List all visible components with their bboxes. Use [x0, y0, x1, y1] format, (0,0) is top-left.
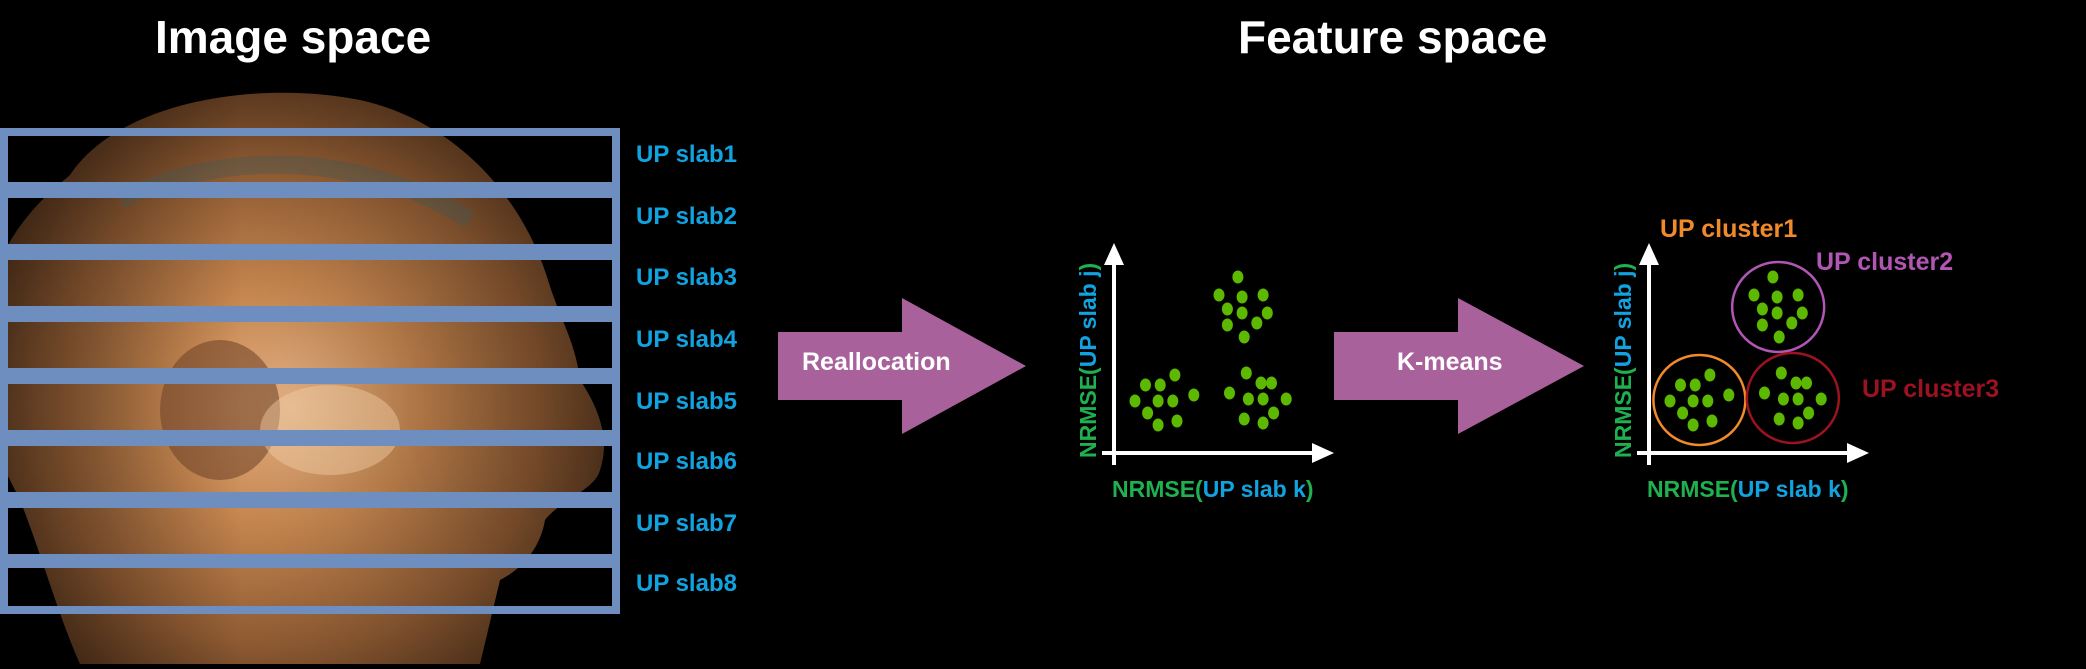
data-point [1251, 316, 1263, 330]
data-point [1756, 302, 1768, 316]
data-point [1792, 392, 1804, 406]
kmeans-arrow [1334, 298, 1584, 434]
data-point [1767, 270, 1779, 284]
data-point [1261, 306, 1273, 320]
reallocation-arrow [778, 298, 1026, 434]
data-point [1748, 288, 1760, 302]
slab-label-7: UP slab7 [636, 510, 737, 537]
data-point [1240, 366, 1252, 380]
data-point [1723, 388, 1735, 402]
data-point [1796, 306, 1808, 320]
kmeans-label: K-means [1397, 348, 1503, 376]
cluster-label-3: UP cluster3 [1862, 375, 2000, 403]
slab-box-2 [0, 190, 620, 252]
data-point [1801, 376, 1812, 390]
cluster-circle-1 [1652, 353, 1747, 447]
slab-label-8: UP slab8 [636, 570, 737, 597]
x-axis-arrowhead [1312, 443, 1334, 463]
data-point [1224, 386, 1235, 400]
data-point [1280, 392, 1292, 406]
data-point [1702, 394, 1714, 408]
feature-space-title: Feature space [1238, 11, 1548, 63]
y-axis-arrowhead [1639, 243, 1659, 265]
x-axis-label: NRMSE(UP slab k) [1647, 476, 1849, 502]
slab-label-3: UP slab3 [636, 264, 737, 291]
data-point [1257, 416, 1269, 430]
data-point [1171, 414, 1183, 428]
data-point [1790, 376, 1802, 390]
data-point [1786, 316, 1798, 330]
data-point [1268, 406, 1280, 420]
data-point [1756, 318, 1768, 332]
slab-box-6 [0, 438, 620, 500]
data-point [1675, 378, 1686, 392]
data-point [1664, 394, 1676, 408]
data-point [1257, 288, 1269, 302]
data-point [1142, 406, 1154, 420]
data-point [1167, 394, 1179, 408]
data-point [1152, 394, 1164, 408]
scatter-plot-clustered: NRMSE(UP slab k) NRMSE(UP slab j) [1610, 243, 1869, 502]
data-point [1257, 392, 1269, 406]
reallocation-label: Reallocation [802, 348, 951, 376]
data-point [1706, 414, 1718, 428]
cluster-label-1: UP cluster1 [1660, 215, 1798, 243]
data-point [1803, 406, 1815, 420]
slab-label-2: UP slab2 [636, 203, 737, 230]
data-point [1266, 376, 1277, 390]
data-point [1221, 318, 1233, 332]
slab-box-7 [0, 500, 620, 562]
data-point [1169, 368, 1181, 382]
data-point [1773, 412, 1785, 426]
data-point [1687, 418, 1699, 432]
data-point [1815, 392, 1827, 406]
data-point [1792, 416, 1804, 430]
slab-label-5: UP slab5 [636, 388, 737, 415]
slab-box-8 [0, 560, 620, 614]
cluster-circle-3 [1745, 351, 1841, 445]
cluster-label-2: UP cluster2 [1816, 248, 1954, 276]
slab-box-4 [0, 314, 620, 376]
x-axis-label: NRMSE(UP slab k) [1112, 476, 1314, 502]
data-point [1188, 388, 1200, 402]
data-point [1129, 394, 1141, 408]
data-point [1677, 406, 1689, 420]
data-point [1792, 288, 1804, 302]
data-point [1238, 330, 1250, 344]
data-point [1213, 288, 1225, 302]
data-point [1771, 290, 1783, 304]
scatter-plot-unclustered: NRMSE(UP slab k) NRMSE(UP slab j) [1075, 243, 1334, 502]
image-space-title: Image space [155, 11, 432, 63]
data-point [1704, 368, 1716, 382]
y-axis-arrowhead [1104, 243, 1124, 265]
data-point [1232, 270, 1244, 284]
data-point [1773, 330, 1785, 344]
data-point [1759, 386, 1770, 400]
x-axis-arrowhead [1847, 443, 1869, 463]
data-point [1140, 378, 1151, 392]
data-point [1771, 306, 1783, 320]
y-axis-label: NRMSE(UP slab j) [1075, 263, 1101, 458]
data-point [1777, 392, 1789, 406]
slab-label-4: UP slab4 [636, 326, 737, 353]
slab-label-1: UP slab1 [636, 141, 737, 168]
cluster-circle-2 [1730, 260, 1826, 354]
slab-label-6: UP slab6 [636, 448, 737, 475]
slab-box-5 [0, 376, 620, 438]
data-point [1238, 412, 1250, 426]
data-point [1242, 392, 1254, 406]
data-point [1689, 378, 1701, 392]
slab-box-3 [0, 252, 620, 314]
y-axis-label: NRMSE(UP slab j) [1610, 263, 1636, 458]
slab-box-1 [0, 128, 620, 190]
data-point [1255, 376, 1267, 390]
data-point [1236, 306, 1248, 320]
data-point [1221, 302, 1233, 316]
data-point [1154, 378, 1166, 392]
data-point [1775, 366, 1787, 380]
data-point [1687, 394, 1699, 408]
data-point [1152, 418, 1164, 432]
data-point [1236, 290, 1248, 304]
